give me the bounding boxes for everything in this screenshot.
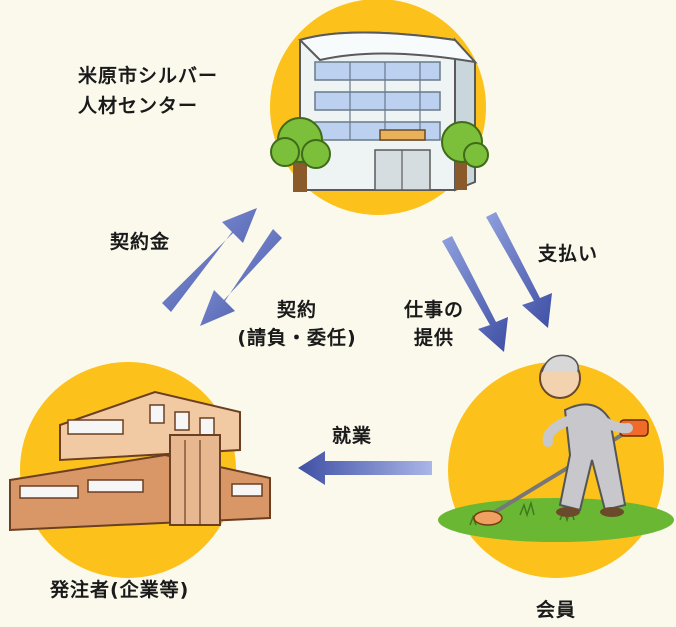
label-contract-line2: (請負・委任) [237,327,357,349]
tree-icon [441,121,489,190]
factory-building-icon [9,390,271,532]
arrow-payment [486,212,552,328]
label-contract-line1: 契約 [276,299,317,321]
arrow-employment [298,451,432,485]
member-node [438,354,674,578]
label-contract-fee: 契約金 [110,231,171,253]
member-name: 会員 [536,599,577,621]
client-node [9,362,271,578]
label-employment: 就業 [332,425,373,447]
client-name: 発注者(企業等) [50,579,190,601]
arrow-contract-fee [162,208,257,312]
label-job-provision-line2: 提供 [413,327,454,349]
silver-center-node [270,0,489,215]
center-name-line2: 人材センター [78,95,199,117]
arrow-contract [200,229,282,326]
tree-icon [270,117,331,192]
label-payment: 支払い [538,243,599,265]
label-job-provision-line1: 仕事の [403,299,464,321]
worker-with-trimmer-icon [473,354,649,526]
arrow-job-provision [442,236,508,352]
center-name-line1: 米原市シルバー [78,65,219,87]
center-building-icon [270,31,489,192]
